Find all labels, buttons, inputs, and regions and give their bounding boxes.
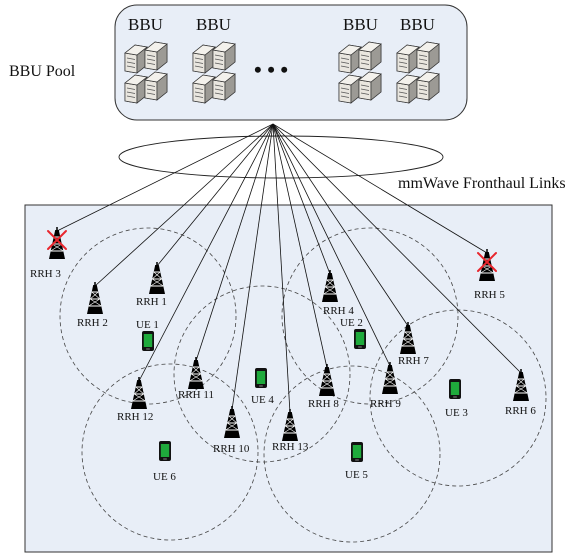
phone-icon xyxy=(449,379,461,399)
ue-2[interactable]: UE 2 xyxy=(340,317,366,349)
ue-3[interactable]: UE 3 xyxy=(445,379,468,419)
fronthaul-link xyxy=(272,123,488,254)
fronthaul-links-label: mmWave Fronthaul Links xyxy=(398,175,566,192)
ue-label: UE 1 xyxy=(136,319,159,331)
rrh-label: RRH 2 xyxy=(77,317,108,329)
fronthaul-link xyxy=(156,123,274,267)
ue-6[interactable]: UE 6 xyxy=(153,441,176,483)
disabled-cross-icon xyxy=(477,252,497,272)
rrh-tower-1[interactable]: RRH 1 xyxy=(136,261,167,308)
rrh-tower-8[interactable]: RRH 8 xyxy=(308,363,339,410)
rrh-tower-5[interactable]: RRH 5 xyxy=(474,248,505,301)
fronthaul-link xyxy=(272,123,409,327)
bbu-server-4: BBU xyxy=(397,15,439,103)
fronthaul-link xyxy=(272,123,522,374)
bbu-pool-label: BBU Pool xyxy=(9,63,76,80)
rrh-tower-6[interactable]: RRH 6 xyxy=(505,368,536,417)
rrh-label: RRH 11 xyxy=(178,389,214,401)
bbu-label: BBU xyxy=(196,15,231,34)
fronthaul-link xyxy=(272,123,331,275)
ue-4[interactable]: UE 4 xyxy=(251,368,274,406)
coverage-circle xyxy=(281,227,459,405)
phone-icon xyxy=(351,442,363,462)
rrh-label: RRH 13 xyxy=(272,441,309,453)
fronthaul-lines xyxy=(56,123,522,414)
coverage-circle xyxy=(59,227,237,405)
rrh-tower-9[interactable]: RRH 9 xyxy=(370,361,401,410)
rrh-label: RRH 12 xyxy=(117,411,153,423)
fronthaul-link xyxy=(94,123,274,287)
ue-5[interactable]: UE 5 xyxy=(345,442,368,481)
rrh-label: RRH 5 xyxy=(474,289,505,301)
bbu-server-2: BBU xyxy=(193,15,235,103)
user-equipments: UE 1 UE 2 UE 3 UE 4 UE 5 UE 6 xyxy=(136,317,468,483)
phone-icon xyxy=(142,331,154,351)
fronthaul-link xyxy=(272,123,391,367)
phone-icon xyxy=(159,441,171,461)
fronthaul-link xyxy=(231,123,274,411)
fronthaul-link xyxy=(272,123,291,414)
fronthaul-link xyxy=(56,123,274,232)
ue-label: UE 2 xyxy=(340,317,363,329)
coverage-circle xyxy=(173,285,351,463)
rrh-label: RRH 7 xyxy=(398,355,429,367)
bbu-server-1: BBU xyxy=(125,15,167,103)
disabled-cross-icon xyxy=(47,230,67,250)
rrh-label: RRH 1 xyxy=(136,296,167,308)
ue-label: UE 5 xyxy=(345,469,368,481)
rrh-label: RRH 9 xyxy=(370,398,401,410)
rrh-label: RRH 4 xyxy=(323,305,354,317)
fronthaul-ellipse xyxy=(118,135,444,179)
bbu-label: BBU xyxy=(343,15,378,34)
rrh-label: RRH 3 xyxy=(30,268,61,280)
fronthaul-link xyxy=(272,123,328,369)
rrh-tower-7[interactable]: RRH 7 xyxy=(398,321,429,367)
phone-icon xyxy=(255,368,267,388)
coverage-circle xyxy=(263,365,441,543)
rrh-tower-2[interactable]: RRH 2 xyxy=(77,281,108,329)
bbu-label: BBU xyxy=(400,15,435,34)
deployment-area xyxy=(24,204,553,553)
rrh-label: RRH 10 xyxy=(213,443,250,455)
ue-label: UE 4 xyxy=(251,394,274,406)
rrh-tower-12[interactable]: RRH 12 xyxy=(117,376,153,423)
ue-label: UE 3 xyxy=(445,407,468,419)
rrh-tower-3[interactable]: RRH 3 xyxy=(30,226,67,280)
rrh-tower-4[interactable]: RRH 4 xyxy=(321,269,354,317)
rrh-tower-11[interactable]: RRH 11 xyxy=(178,356,214,401)
ue-1[interactable]: UE 1 xyxy=(136,319,159,351)
fronthaul-link xyxy=(138,123,274,382)
rrh-label: RRH 8 xyxy=(308,398,339,410)
rrh-tower-10[interactable]: RRH 10 xyxy=(213,405,250,455)
rrh-towers: RRH 1 RRH 2 RRH 3 RRH 4 RRH 5 RRH 6 RRH 7 RRH 8… xyxy=(30,226,536,455)
phone-icon xyxy=(354,329,366,349)
ue-label: UE 6 xyxy=(153,471,176,483)
bbu-ellipsis: • • • xyxy=(254,57,288,82)
rrh-label: RRH 6 xyxy=(505,405,536,417)
bbu-label: BBU xyxy=(128,15,163,34)
coverage-circle xyxy=(81,363,259,541)
bbu-server-3: BBU xyxy=(339,15,381,103)
fronthaul-link xyxy=(195,123,274,362)
rrh-tower-13[interactable]: RRH 13 xyxy=(272,408,309,453)
